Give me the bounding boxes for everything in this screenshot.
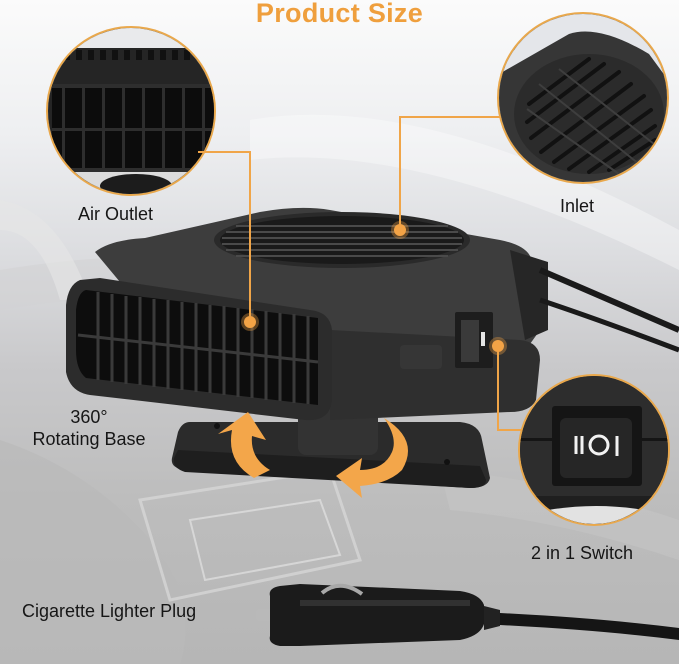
air-outlet-marker [244, 316, 256, 328]
inlet-label: Inlet [560, 196, 595, 216]
plug-label: Cigarette Lighter Plug [22, 601, 197, 621]
switch-body-icon [520, 376, 668, 524]
switch-leader-h [497, 429, 521, 431]
switch-marker [492, 340, 504, 352]
switch-symbols-icon [574, 434, 619, 456]
air-outlet-leader-h [198, 151, 250, 153]
inlet-leader-h [400, 116, 500, 118]
page-title: Product Size [255, 0, 424, 28]
inlet-marker [394, 224, 406, 236]
air-outlet-closeup [46, 26, 216, 196]
air-outlet-leader-v [249, 151, 251, 321]
rotating-degrees-text: 360° [70, 407, 108, 427]
inlet-grille-icon [499, 14, 667, 182]
air-outlet-grille-icon [48, 28, 214, 194]
inlet-closeup [497, 12, 669, 184]
switch-closeup [518, 374, 670, 526]
switch-leader-v [497, 345, 499, 430]
air-outlet-label: Air Outlet [78, 204, 154, 224]
rotating-base-label: 360° Rotating Base [14, 406, 164, 450]
inlet-leader-v [399, 116, 401, 228]
switch-label: 2 in 1 Switch [531, 543, 634, 563]
rotating-base-text: Rotating Base [32, 429, 146, 449]
